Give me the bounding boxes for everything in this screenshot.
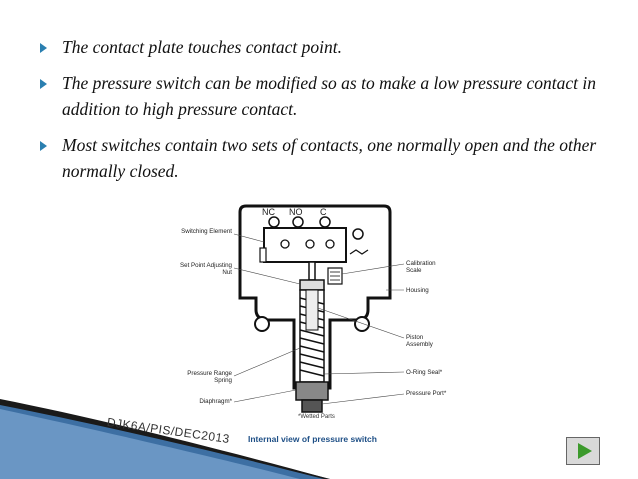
label-housing: Housing — [406, 287, 429, 294]
label-o-ring-seal: O-Ring Seal* — [406, 369, 443, 376]
wetted-parts-note: *Wetted Parts — [298, 414, 335, 420]
terminal-screw — [319, 216, 331, 228]
label-diaphragm: Diaphragm* — [199, 398, 232, 405]
mount-hole — [254, 316, 270, 332]
terminal-label-c: C — [320, 207, 327, 217]
bullet-item: Most switches contain two sets of contac… — [40, 132, 610, 184]
bullet-item: The contact plate touches contact point. — [40, 34, 610, 60]
bullet-text: The pressure switch can be modified so a… — [62, 73, 597, 119]
label-switching-element: Switching Element — [181, 228, 232, 235]
contact-point — [280, 239, 290, 249]
contact-point — [325, 239, 335, 249]
terminal-label-no: NO — [289, 207, 303, 217]
bullet-list: The contact plate touches contact point.… — [40, 34, 610, 194]
mount-hole — [354, 316, 370, 332]
contact-point — [305, 239, 315, 249]
footer-swoosh — [0, 399, 330, 479]
calibration-screw — [352, 228, 364, 240]
label-set-point-adjusting-nut: Set Point Adjusting Nut — [180, 262, 232, 276]
label-piston-assembly: Piston Assembly — [406, 334, 433, 348]
pressure-switch-drawing — [233, 204, 405, 413]
play-arrow-icon — [578, 443, 592, 459]
terminal-screw — [292, 216, 304, 228]
label-pressure-range-spring: Pressure Range Spring — [187, 370, 232, 384]
set-point-adjusting-nut — [299, 279, 325, 291]
swoosh-dark — [0, 399, 330, 479]
label-pressure-port: Pressure Port* — [406, 390, 447, 397]
label-calibration-scale: Calibration Scale — [406, 260, 436, 274]
next-slide-button[interactable] — [566, 437, 600, 465]
bullet-arrow-icon — [40, 141, 47, 151]
bullet-arrow-icon — [40, 43, 47, 53]
terminal-label-nc: NC — [262, 207, 275, 217]
figure-caption: Internal view of pressure switch — [248, 434, 377, 444]
bullet-text: Most switches contain two sets of contac… — [62, 135, 597, 181]
bullet-arrow-icon — [40, 79, 47, 89]
bullet-item: The pressure switch can be modified so a… — [40, 70, 610, 122]
swoosh-light-blue — [0, 409, 300, 479]
terminal-screw — [268, 216, 280, 228]
actuator-stem — [308, 261, 316, 281]
bullet-text: The contact plate touches contact point. — [62, 37, 342, 57]
pressure-switch-diagram: NC NO C Switching Element Set Point Adju… — [170, 198, 470, 448]
pressure-port — [301, 399, 323, 413]
piston-assembly — [305, 289, 319, 331]
